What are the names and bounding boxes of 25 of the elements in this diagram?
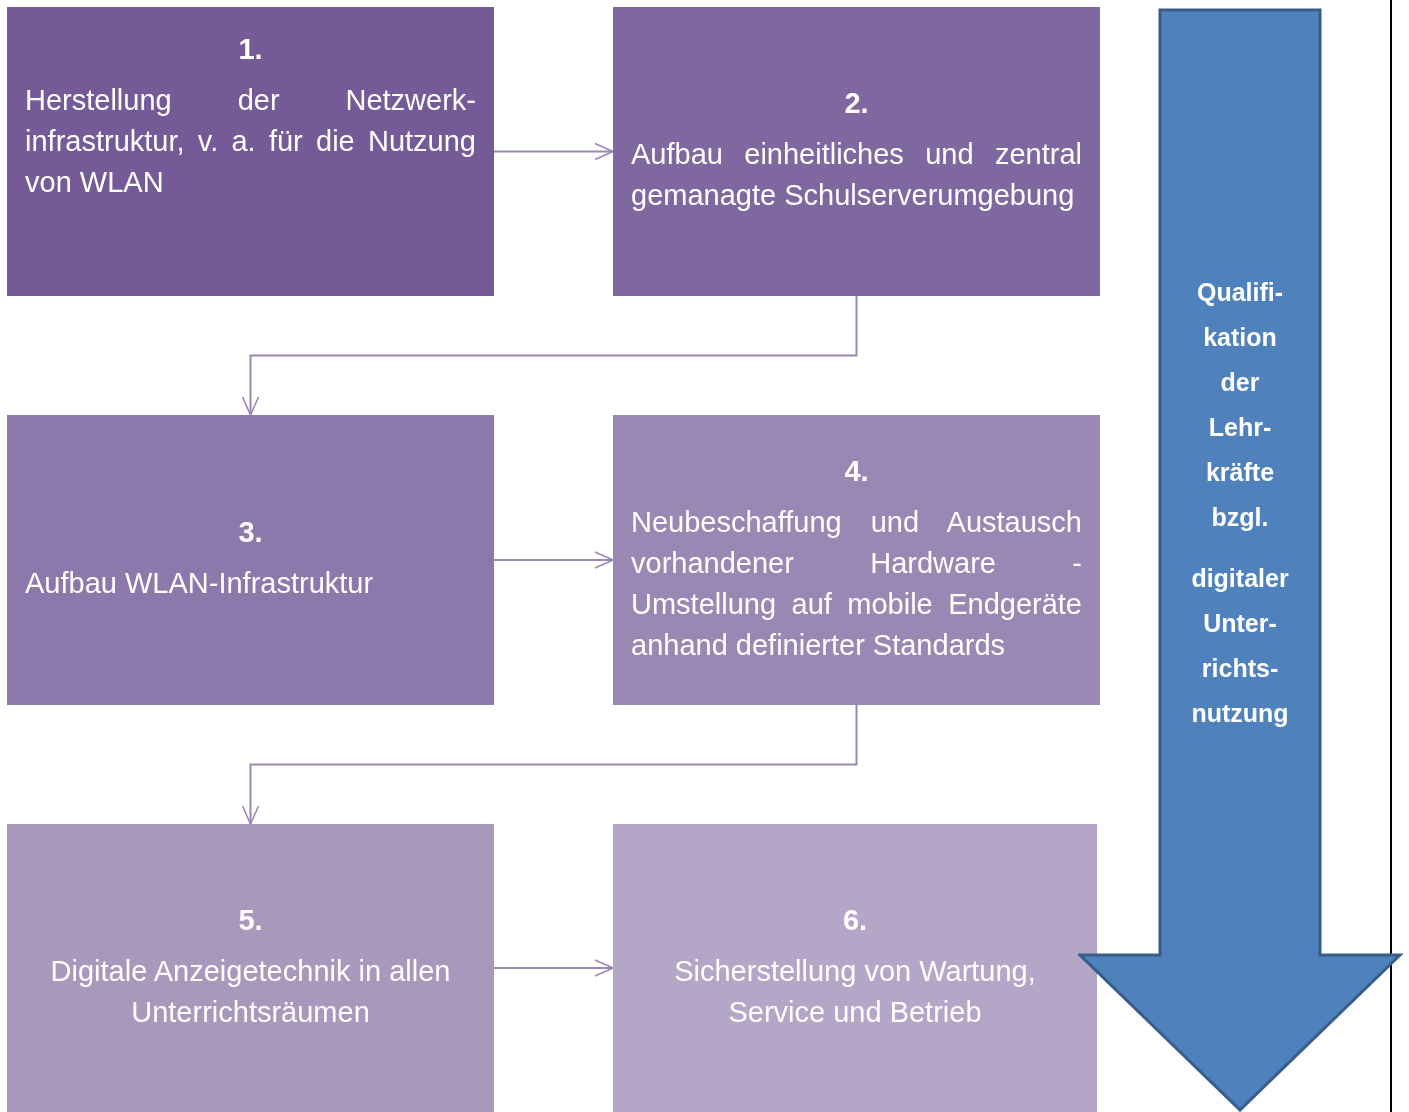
process-box xyxy=(7,824,494,1112)
step-description: Herstellung der Netzwerk-infrastruktur, v. a. für die Nutzung von WLAN xyxy=(25,83,476,200)
process-box xyxy=(7,415,494,705)
arrow xyxy=(241,704,858,825)
arrow-label: digitaler Unter- richts- nutzung xyxy=(1190,563,1290,729)
step-number: 4. xyxy=(843,454,870,488)
arrow xyxy=(241,295,858,416)
process-box xyxy=(7,7,494,296)
process-box xyxy=(613,824,1097,1112)
arrow xyxy=(493,551,614,569)
step-description: Digitale Anzeigetechnik in allen Unterrichtsräumen xyxy=(49,953,452,1030)
step-number: 1. xyxy=(237,33,264,66)
process-box xyxy=(613,415,1100,705)
step-description: Aufbau einheitliches und zentral gemanagte Schulserverumgebung xyxy=(631,137,1082,213)
step-description: Aufbau WLAN-Infrastruktur xyxy=(25,566,375,601)
arrow-label: Qualifi- kation der Lehr- kräfte bzgl. xyxy=(1195,277,1285,533)
process-box xyxy=(613,7,1100,296)
step-description: Sicherstellung von Wartung, Service und Betrieb xyxy=(673,953,1037,1030)
step-description: Neubeschaffung und Austausch vorhandener Hardware - Umstellung auf mobile Endgeräte anhand definierter Standards xyxy=(631,504,1082,663)
step-number: 3. xyxy=(237,516,264,549)
step-number: 5. xyxy=(237,903,264,937)
step-number: 6. xyxy=(841,903,869,937)
arrow xyxy=(493,959,614,977)
step-number: 2. xyxy=(843,87,870,120)
arrow xyxy=(493,142,614,161)
